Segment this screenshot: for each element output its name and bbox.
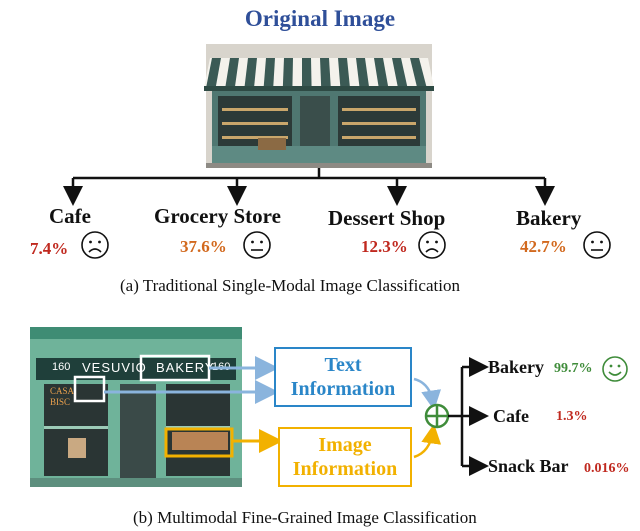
- class-label-cafe: Cafe: [49, 204, 91, 228]
- class-label-dessert-shop: Dessert Shop: [328, 206, 446, 230]
- happy-face-icon: [602, 356, 628, 382]
- caption-a: (a) Traditional Single-Modal Image Class…: [120, 276, 460, 295]
- caption-b: (b) Multimodal Fine-Grained Image Classi…: [133, 508, 477, 527]
- class-label-bakery: Bakery: [516, 206, 582, 230]
- class-pct-bakery: 42.7%: [520, 237, 567, 256]
- text-highlight-box: [139, 354, 211, 382]
- sad-face-icon: [418, 231, 446, 259]
- output-label-cafe: Cafe: [493, 406, 529, 426]
- output-pct-bakery: 99.7%: [554, 361, 593, 376]
- class-pct-grocery-store: 37.6%: [180, 237, 227, 256]
- original-image-title: Original Image: [244, 6, 396, 31]
- text-box-line2: Information: [290, 378, 396, 400]
- output-pct-cafe: 1.3%: [556, 409, 588, 424]
- image-highlight-box: [164, 427, 234, 458]
- fusion-plus-icon: [424, 403, 450, 429]
- text-information-box: Text Information: [274, 347, 412, 407]
- svg-text:BISC: BISC: [50, 397, 70, 407]
- neutral-face-icon: [583, 231, 611, 259]
- class-pct-dessert-shop: 12.3%: [361, 237, 408, 256]
- neutral-face-icon: [243, 231, 271, 259]
- image-box-line1: Image: [318, 434, 372, 456]
- svg-text:CASA: CASA: [50, 386, 75, 396]
- output-label-snack-bar: Snack Bar: [488, 456, 569, 476]
- text-highlight-box-small: [73, 375, 106, 403]
- image-box-line2: Information: [292, 458, 398, 480]
- sad-face-icon: [81, 231, 109, 259]
- class-pct-cafe: 7.4%: [30, 239, 69, 258]
- class-label-grocery-store: Grocery Store: [154, 204, 281, 228]
- text-box-line1: Text: [324, 354, 362, 376]
- sign-number-left: 160: [52, 361, 71, 373]
- output-pct-snack-bar: 0.016%: [584, 461, 630, 476]
- sign-text: VESUVIO BAKERY: [82, 360, 215, 375]
- output-label-bakery: Bakery: [488, 357, 544, 377]
- image-information-box: Image Information: [278, 427, 412, 487]
